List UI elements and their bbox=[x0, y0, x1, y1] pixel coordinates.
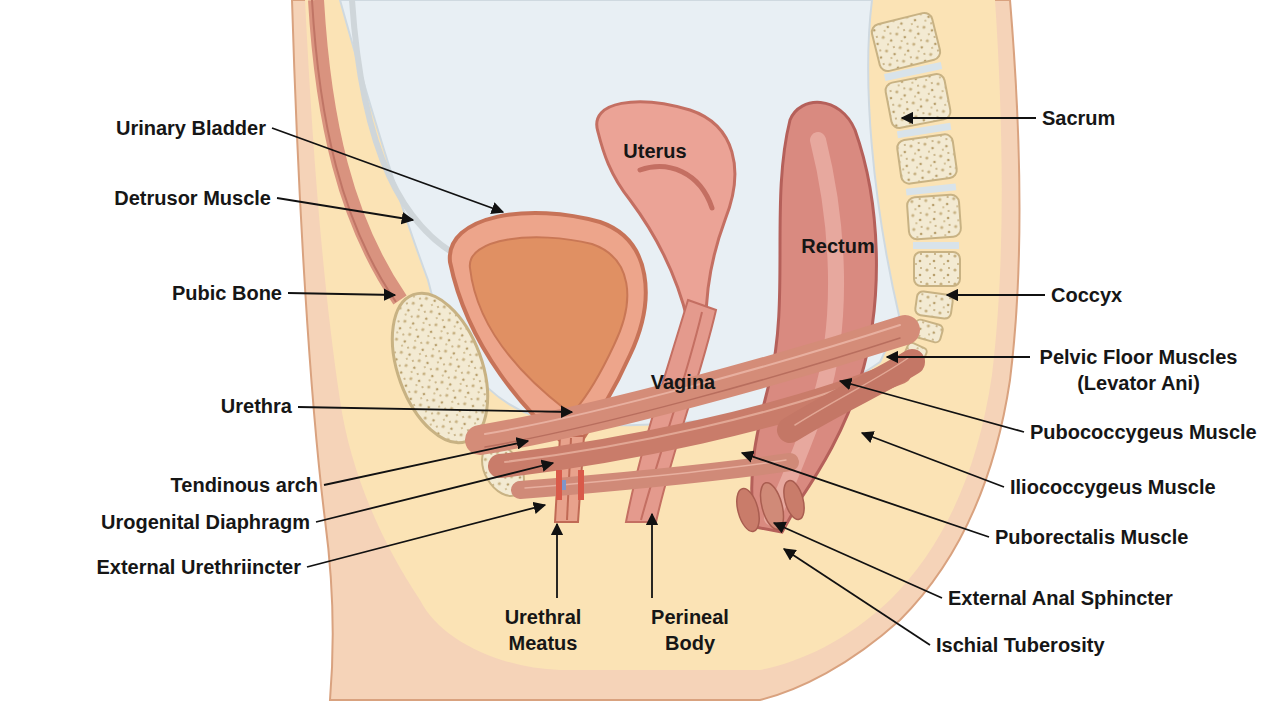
part-label: Sacrum bbox=[1042, 105, 1115, 131]
leader-line bbox=[277, 198, 413, 220]
sacrum bbox=[870, 11, 961, 362]
part-label: Puborectalis Muscle bbox=[995, 524, 1188, 550]
leader-line bbox=[324, 441, 528, 485]
leader-line bbox=[840, 381, 1024, 432]
vertebra bbox=[870, 11, 942, 73]
sphincter-bundle bbox=[733, 486, 764, 534]
leader-line bbox=[272, 128, 503, 212]
part-label: Coccyx bbox=[1051, 282, 1122, 308]
vertebra bbox=[896, 133, 958, 184]
leader-lines bbox=[272, 118, 1045, 645]
leader-line bbox=[784, 549, 930, 645]
skin-layer bbox=[292, 0, 1019, 700]
part-label: Urinary Bladder bbox=[116, 115, 266, 141]
vertebra bbox=[907, 194, 962, 240]
leader-line bbox=[288, 293, 395, 295]
fat-layer bbox=[305, 0, 1002, 670]
uterine-cavity bbox=[640, 167, 712, 208]
vertebra bbox=[884, 73, 952, 130]
bladder-lumen bbox=[470, 237, 627, 410]
sphincter-band bbox=[562, 480, 566, 490]
leader-line bbox=[887, 356, 1030, 358]
discs bbox=[884, 62, 959, 249]
part-label: External Anal Sphincter bbox=[948, 585, 1173, 611]
disc bbox=[906, 183, 956, 195]
muscle-fibre bbox=[485, 325, 900, 434]
part-label: Pubic Bone bbox=[172, 280, 282, 306]
vertebra bbox=[914, 252, 960, 286]
organ-label: Uterus bbox=[623, 138, 686, 164]
sphincter-bundle bbox=[780, 478, 808, 521]
anal-sphincter bbox=[733, 478, 808, 533]
disc bbox=[884, 62, 942, 81]
part-label: Pelvic Floor Muscles (Levator Ani) bbox=[1036, 344, 1241, 396]
leader-line bbox=[902, 117, 1036, 119]
organ-label: Rectum bbox=[801, 233, 874, 259]
muscle-fibre bbox=[795, 358, 908, 425]
urethral-sphincter bbox=[556, 470, 584, 500]
part-label: Perineal Body bbox=[640, 604, 740, 656]
leader-line bbox=[947, 294, 1045, 296]
part-label: Urethra bbox=[221, 393, 292, 419]
fascia bbox=[352, 0, 470, 262]
leader-line bbox=[298, 407, 572, 412]
part-label: Ischial Tuberosity bbox=[936, 632, 1105, 658]
sphincter-bundle bbox=[756, 480, 788, 532]
body-section bbox=[292, 0, 1019, 700]
disc bbox=[897, 123, 951, 138]
sphincter-band bbox=[556, 470, 562, 500]
part-label: Urogenital Diaphragm bbox=[101, 509, 310, 535]
organ-label: Vagina bbox=[651, 369, 715, 395]
part-label: Detrusor Muscle bbox=[114, 185, 271, 211]
leader-line bbox=[556, 524, 558, 598]
leader-line bbox=[307, 505, 545, 567]
leader-line bbox=[774, 523, 942, 598]
disc bbox=[913, 242, 959, 249]
part-label: Iliococcygeus Muscle bbox=[1010, 474, 1216, 500]
sphincter-band bbox=[578, 470, 584, 500]
leader-line bbox=[651, 514, 653, 598]
part-label: Pubococcygeus Muscle bbox=[1030, 419, 1257, 445]
leader-line bbox=[862, 433, 1004, 487]
part-label: Urethral Meatus bbox=[493, 604, 593, 656]
leader-line bbox=[316, 463, 553, 522]
part-label: Tendinous arch bbox=[171, 472, 318, 498]
part-label: External Urethriincter bbox=[96, 554, 301, 580]
